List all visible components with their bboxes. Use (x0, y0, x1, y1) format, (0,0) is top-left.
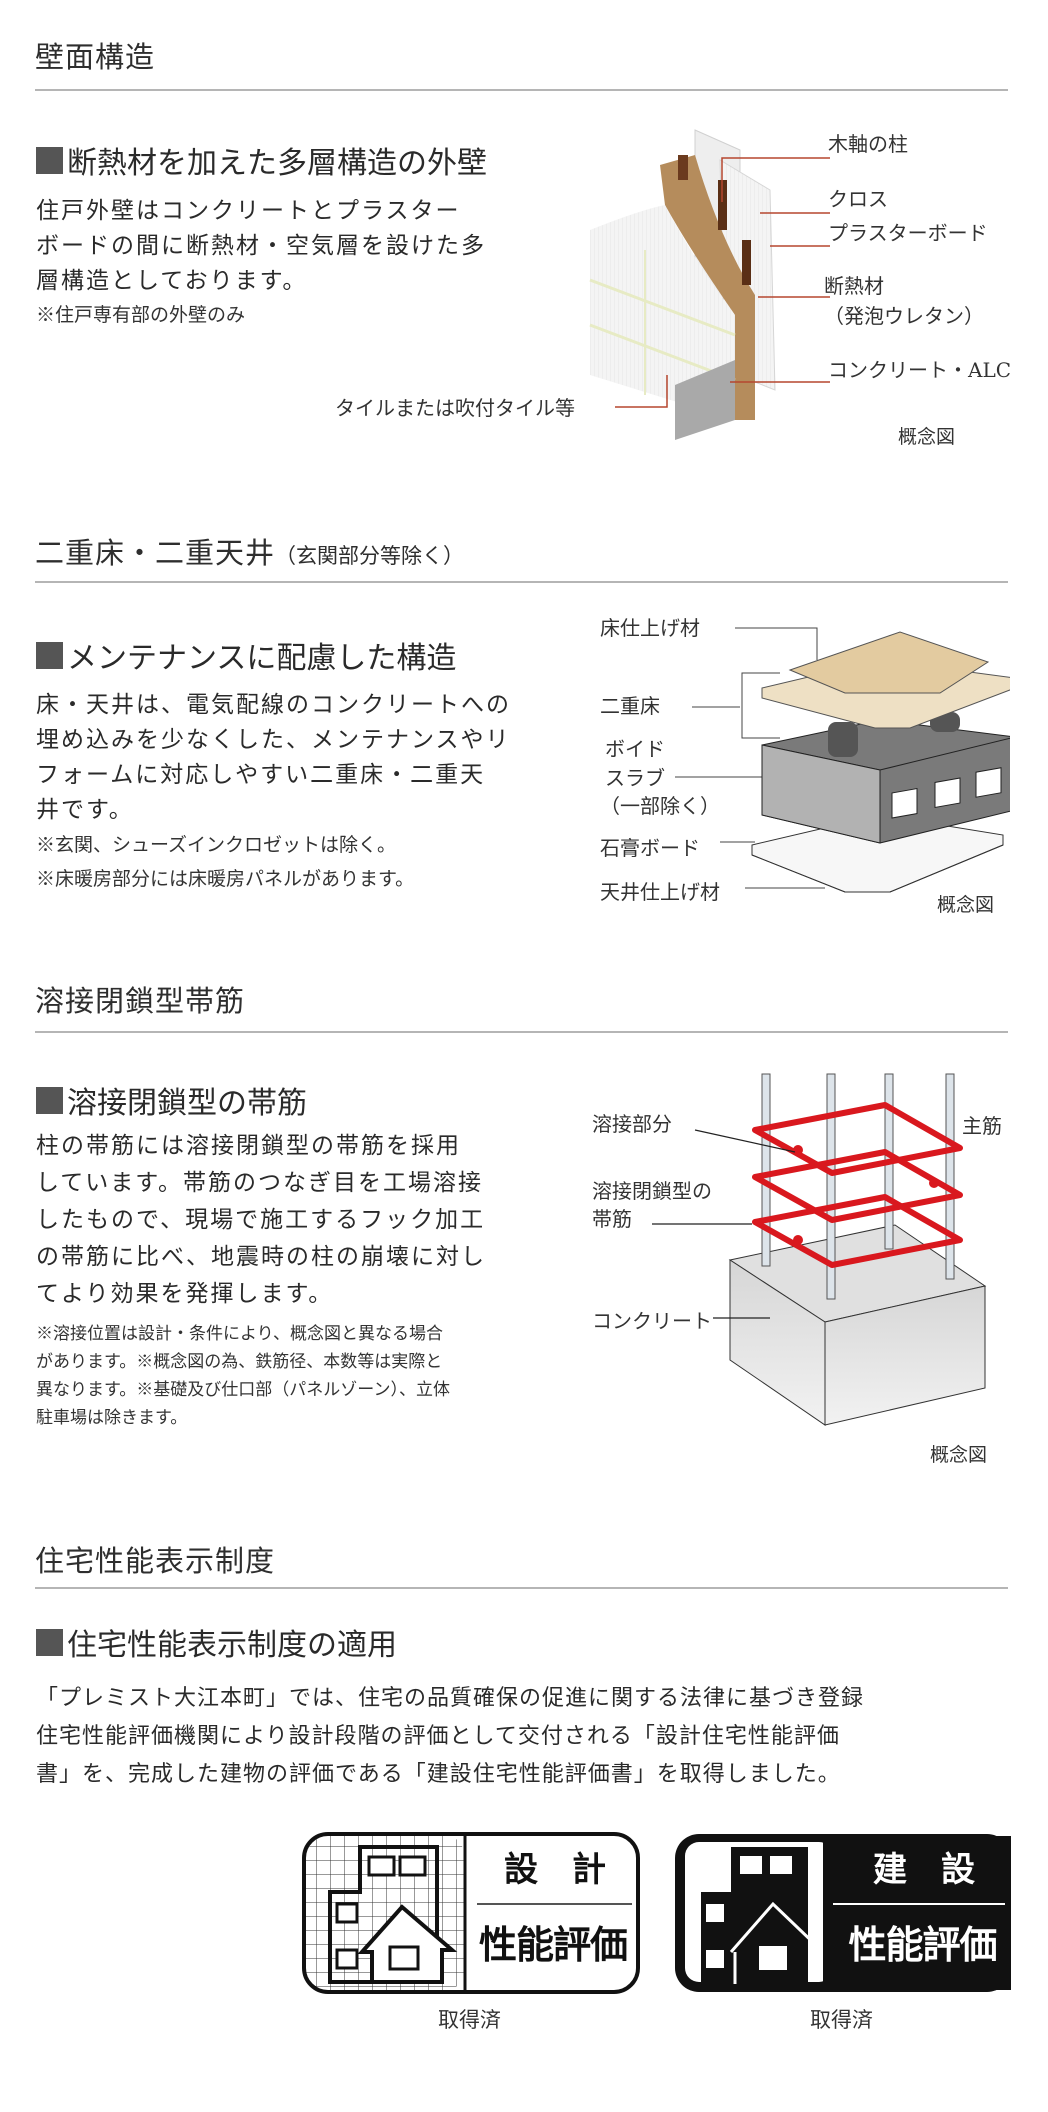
section-divider (35, 89, 1008, 91)
subheading-wall: 断熱材を加えた多層構造の外壁 (36, 138, 487, 182)
body-text-wall: 住戸外壁はコンクリートとプラスター ボードの間に断熱材・空気層を設けた多 層構造… (36, 194, 486, 299)
badge-design-performance: 設 計 性能評価 (302, 1832, 640, 1994)
label-tile: タイルまたは吹付タイル等 (335, 396, 575, 420)
body-line: ボードの間に断熱材・空気層を設けた多 (36, 233, 486, 259)
section-divider (35, 1031, 1008, 1033)
subheading-text: 断熱材を加えた多層構造の外壁 (67, 146, 487, 181)
subheading-text: 住宅性能表示制度の適用 (67, 1628, 397, 1663)
body-line: 柱の帯筋には溶接閉鎖型の帯筋を採用 (36, 1133, 461, 1159)
note-line: 駐車場は除きます。 (36, 1408, 188, 1428)
notes-hoop: ※溶接位置は設計・条件により、概念図と異なる場合 があります。※概念図の為、鉄筋… (36, 1320, 450, 1432)
body-line: 住戸外壁はコンクリートとプラスター (36, 198, 461, 224)
body-line: 床・天井は、電気配線のコンクリートへの (36, 692, 511, 718)
design-evaluation-logo-icon (302, 1832, 640, 1994)
diagram-caption: 概念図 (898, 426, 956, 448)
label-floor-finish: 床仕上げ材 (600, 616, 700, 640)
note: ※床暖房部分には床暖房パネルがあります。 (36, 868, 415, 890)
construction-evaluation-logo-icon (675, 1834, 1011, 1992)
badge-status-label: 取得済 (438, 2008, 501, 2032)
label-ceiling-finish: 天井仕上げ材 (600, 880, 720, 904)
label-hoop: 溶接閉鎖型の (592, 1179, 712, 1203)
label-insulation-detail: （発泡ウレタン） (824, 304, 984, 328)
note-line: ※溶接位置は設計・条件により、概念図と異なる場合 (36, 1324, 443, 1344)
label-concrete-alc: コンクリート・ALC (828, 358, 1012, 382)
badge-top-text: 建 設 (873, 1850, 975, 1890)
body-line: 層構造としております。 (36, 268, 308, 294)
section-title-text: 二重床・二重天井 (35, 536, 276, 570)
section-title-hoop: 溶接閉鎖型帯筋 (35, 984, 246, 1018)
subheading-maintenance: メンテナンスに配慮した構造 (36, 633, 456, 677)
badge-construction-performance: 建 設 性能評価 (673, 1832, 1013, 1994)
note-line: 異なります。※基礎及び仕口部（パネルゾーン）、立体 (36, 1380, 450, 1400)
wall-structure-diagram (589, 129, 830, 440)
subheading-text: 溶接閉鎖型の帯筋 (67, 1086, 307, 1121)
label-gypsum-board: 石膏ボード (600, 836, 700, 860)
section-title-wall: 壁面構造 (35, 40, 156, 74)
body-line: てより効果を発揮します。 (36, 1281, 334, 1307)
section-title-performance: 住宅性能表示制度 (35, 1544, 276, 1578)
label-concrete: コンクリート (592, 1309, 712, 1333)
badge-top-text: 設 計 (504, 1850, 606, 1890)
body-line: 埋め込みを少なくした、メンテナンスやリ (36, 727, 511, 753)
double-floor-diagram (675, 627, 1010, 893)
section-divider (35, 581, 1008, 583)
label-void-slab: ボイド (605, 737, 665, 761)
body-line: 井です。 (36, 797, 134, 823)
body-text-hoop: 柱の帯筋には溶接閉鎖型の帯筋を採用 しています。帯筋のつなぎ目を工場溶接 したも… (36, 1128, 486, 1313)
label-insulation: 断熱材 (824, 274, 884, 298)
welded-hoop-diagram (652, 1073, 987, 1426)
note: ※玄関、シューズインクロゼットは除く。 (36, 834, 397, 856)
label-double-floor: 二重床 (600, 694, 660, 718)
body-text-performance: 「プレミスト大江本町」では、住宅の品質確保の促進に関する法律に基づき登録 住宅性… (36, 1680, 864, 1794)
label-void-slab-note: （一部除く） (600, 794, 720, 818)
label-plasterboard: プラスターボード (828, 221, 988, 245)
body-line: フォームに対応しやすい二重床・二重天 (36, 762, 486, 788)
square-bullet-icon (36, 146, 63, 174)
label-wood-column: 木軸の柱 (828, 132, 908, 156)
subheading-performance: 住宅性能表示制度の適用 (36, 1620, 397, 1664)
note-line: があります。※概念図の為、鉄筋径、本数等は実際と (36, 1352, 443, 1372)
section-title-double-floor: 二重床・二重天井（玄関部分等除く） (35, 530, 464, 572)
body-line: 「プレミスト大江本町」では、住宅の品質確保の促進に関する法律に基づき登録 (36, 1686, 865, 1711)
body-line: 書」を、完成した建物の評価である「建設住宅性能評価書」を取得しました。 (36, 1762, 841, 1787)
note: ※住戸専有部の外壁のみ (36, 304, 246, 326)
section-title-note: （玄関部分等除く） (275, 544, 465, 568)
subheading-text: メンテナンスに配慮した構造 (67, 641, 457, 676)
section-divider (35, 1587, 1008, 1589)
label-cloth: クロス (828, 187, 888, 211)
badge-bottom-text: 性能評価 (478, 1923, 628, 1967)
label-main-bar: 主筋 (962, 1114, 1002, 1138)
subheading-hoop: 溶接閉鎖型の帯筋 (36, 1078, 307, 1122)
square-bullet-icon (36, 1086, 63, 1114)
diagram-caption: 概念図 (937, 894, 995, 916)
label-void-slab: スラブ (605, 766, 665, 790)
body-line: 住宅性能評価機関により設計段階の評価として交付される「設計住宅性能評価 (36, 1724, 840, 1749)
square-bullet-icon (36, 641, 63, 669)
label-weld: 溶接部分 (592, 1112, 672, 1136)
body-line: したもので、現場で施工するフック加工 (36, 1207, 486, 1233)
body-text-double-floor: 床・天井は、電気配線のコンクリートへの 埋め込みを少なくした、メンテナンスやリ … (36, 688, 511, 828)
label-hoop: 帯筋 (592, 1207, 632, 1231)
badge-bottom-text: 性能評価 (848, 1923, 997, 1967)
badge-status-label: 取得済 (810, 2008, 873, 2032)
square-bullet-icon (36, 1628, 63, 1656)
diagram-caption: 概念図 (930, 1444, 988, 1466)
body-line: の帯筋に比べ、地震時の柱の崩壊に対し (36, 1244, 486, 1270)
body-line: しています。帯筋のつなぎ目を工場溶接 (36, 1170, 484, 1196)
